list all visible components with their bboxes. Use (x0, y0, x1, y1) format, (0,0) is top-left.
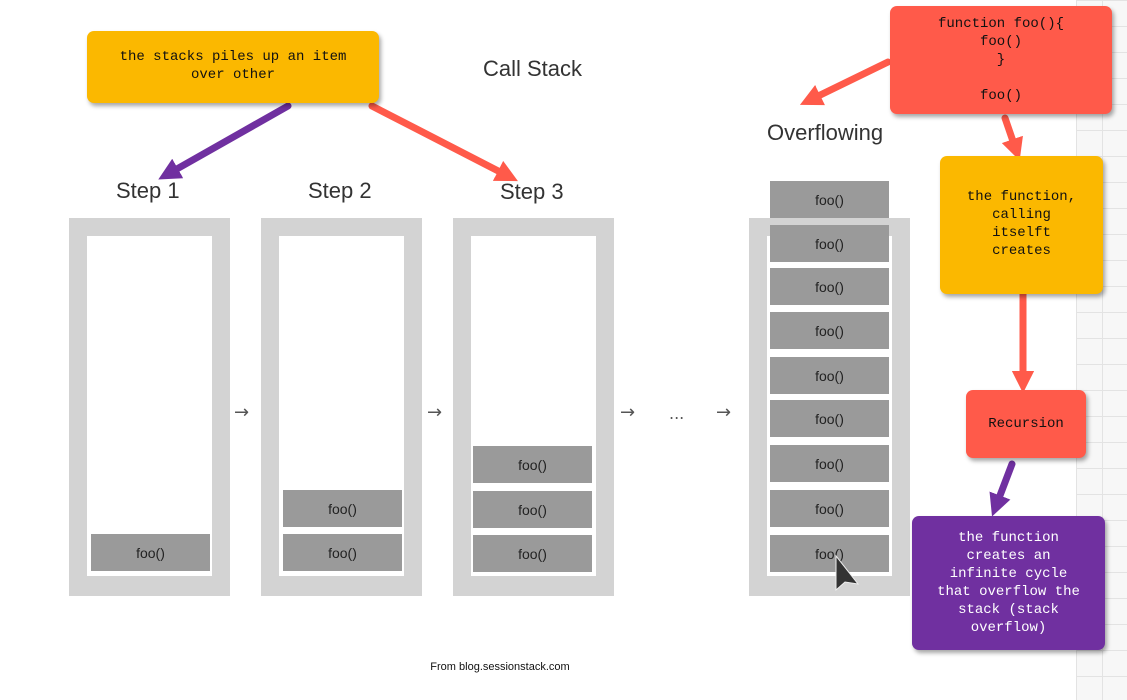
note-recursion: Recursion (966, 390, 1086, 458)
stack-frame: foo() (283, 534, 402, 571)
flow-arrow: → (234, 402, 250, 423)
step-3-stack: foo() foo() foo() (453, 218, 614, 596)
stack-frame: foo() (473, 446, 592, 483)
source-caption: From blog.sessionstack.com (430, 661, 570, 673)
overflow-frame: foo() (770, 490, 889, 527)
red-arrow-code-to-function (1001, 114, 1023, 161)
step-1-stack: foo() (69, 218, 230, 596)
stack-frame: foo() (91, 534, 210, 571)
stack-frame: foo() (473, 491, 592, 528)
note-stack-piles: the stacks piles up an item over other (87, 31, 379, 103)
overflow-frame: foo() (770, 312, 889, 349)
red-arrow-to-overflowing (799, 58, 892, 106)
overflow-frame: foo() (770, 268, 889, 305)
note-function-calling-itself: the function, calling itselft creates (940, 156, 1103, 294)
step-3-label: Step 3 (500, 179, 564, 204)
overflow-frame: foo() (770, 445, 889, 482)
step-2-label: Step 2 (308, 178, 372, 203)
purple-arrow-to-cycle-note (989, 460, 1016, 517)
stack-frame: foo() (283, 490, 402, 527)
flow-arrow: → (427, 402, 443, 423)
flow-arrow: → (620, 402, 636, 423)
ellipsis: ... (669, 404, 685, 423)
overflow-frame: foo() (770, 225, 889, 262)
red-arrow-to-step-3 (368, 102, 518, 182)
overflow-frame: foo() (770, 357, 889, 394)
mouse-cursor-icon (835, 554, 860, 592)
overflow-title: Overflowing (767, 120, 884, 145)
overflow-frame: foo() (770, 535, 889, 572)
overflow-frame: foo() (770, 181, 889, 218)
note-code-snippet: function foo(){ foo() } foo() (890, 6, 1112, 114)
step-1-label: Step 1 (116, 178, 180, 203)
step-2-stack: foo() foo() (261, 218, 422, 596)
note-infinite-cycle: the function creates an infinite cycle t… (912, 516, 1105, 650)
purple-arrow-to-step-1 (158, 102, 292, 180)
stack-interior (87, 236, 212, 576)
stack-frame: foo() (473, 535, 592, 572)
diagram-title: Call Stack (483, 56, 583, 81)
overflow-frame: foo() (770, 400, 889, 437)
flow-arrow: → (716, 402, 732, 423)
